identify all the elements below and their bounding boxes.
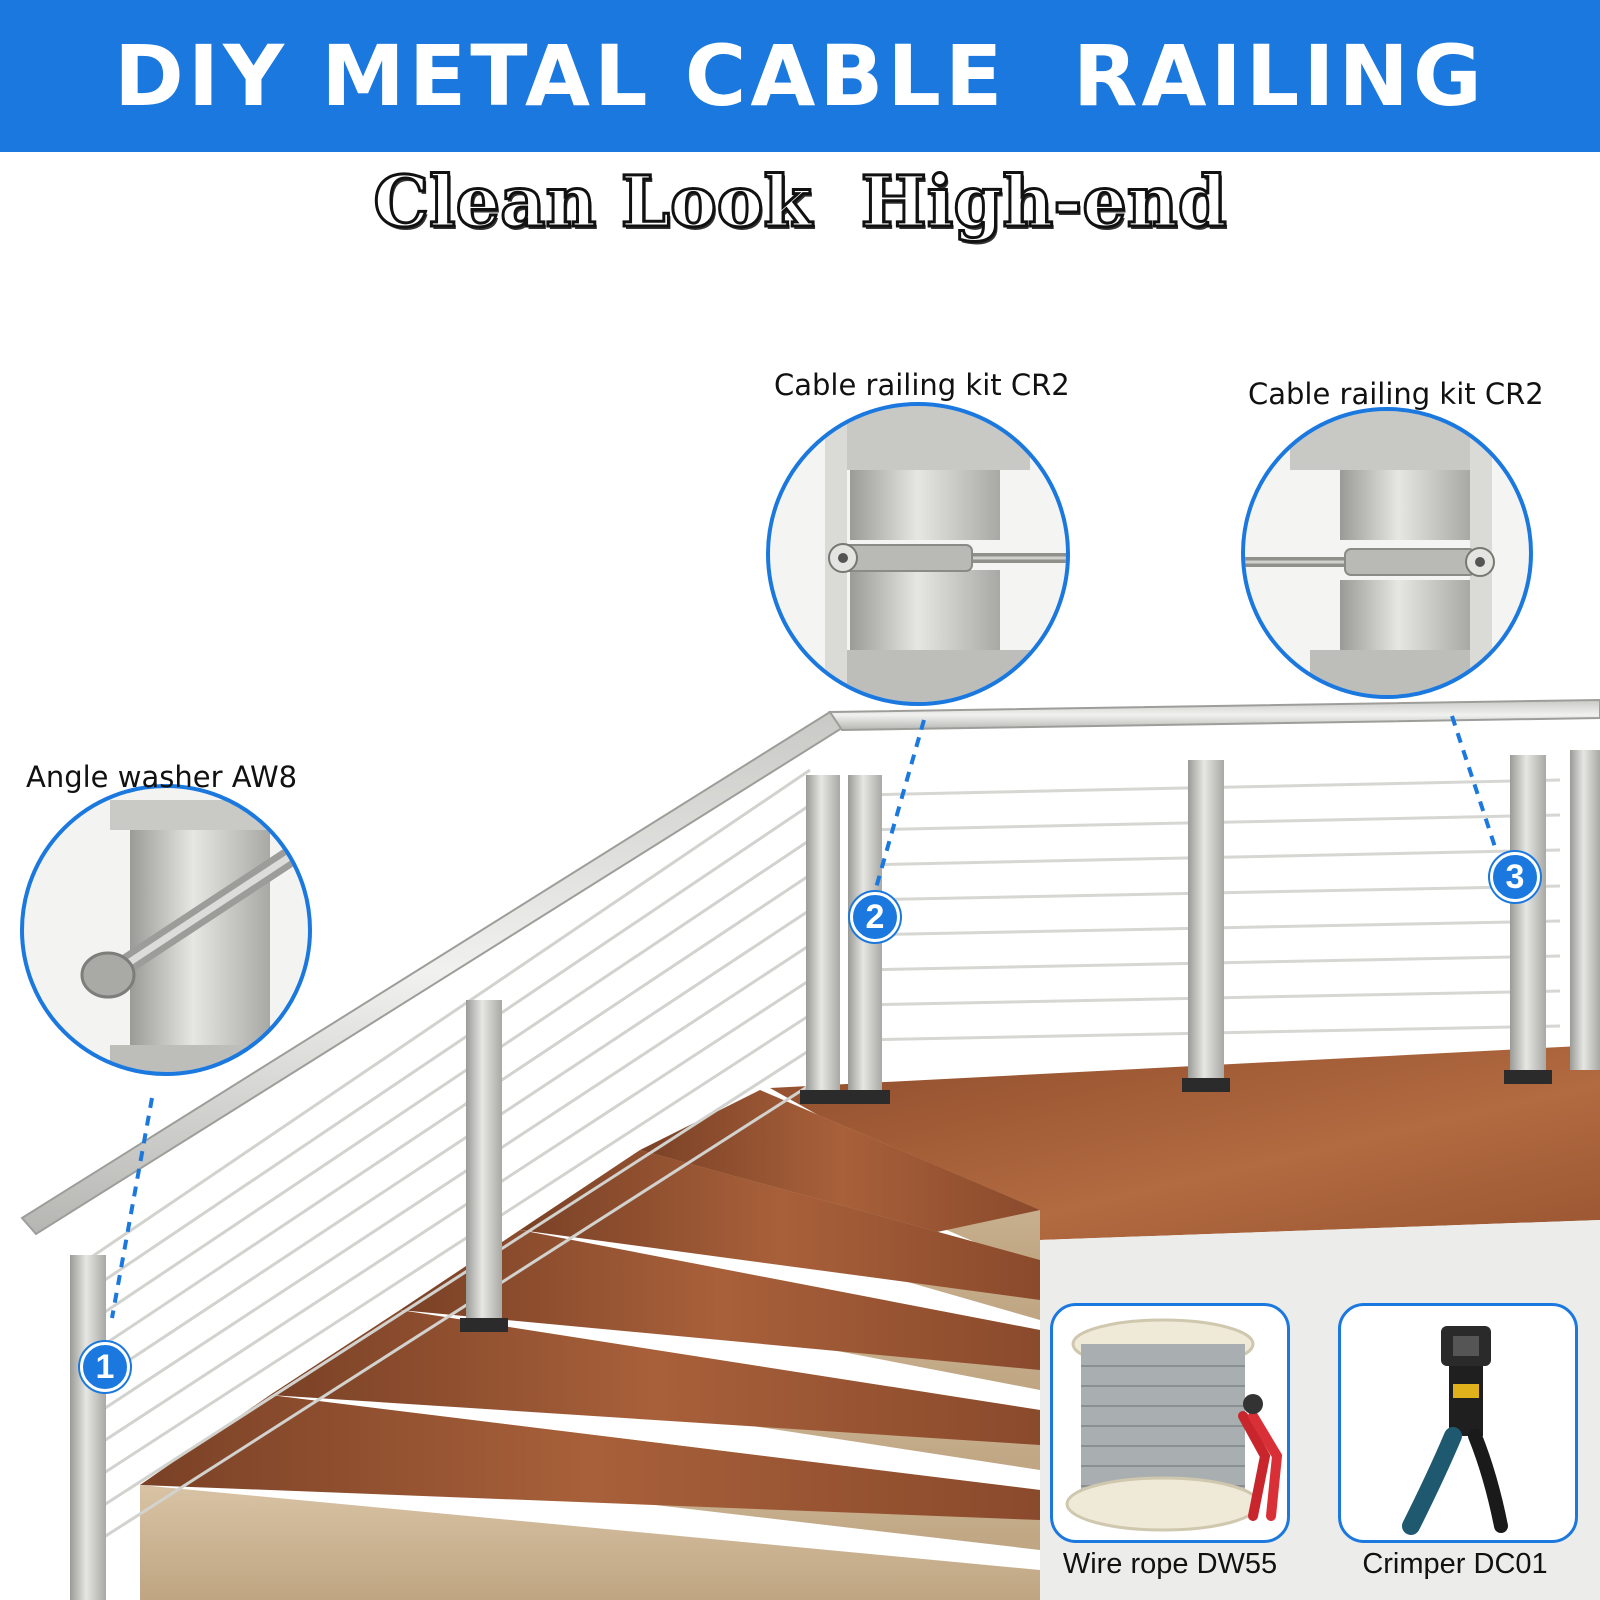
callout-number-1: 1 — [80, 1342, 130, 1392]
product-card-wire-rope — [1050, 1303, 1290, 1543]
callout-bubble-3 — [1241, 407, 1533, 699]
hydraulic-crimper-icon — [1402, 1326, 1508, 1535]
callout-label-3: Cable railing kit CR2 — [1248, 377, 1544, 411]
callout-number-3: 3 — [1490, 852, 1540, 902]
stair-cables — [89, 768, 811, 1548]
product-label-crimper: Crimper DC01 — [1362, 1548, 1548, 1580]
callout-label-1: Angle washer AW8 — [26, 760, 298, 794]
leader-lines — [110, 715, 1498, 1319]
title-banner — [0, 0, 1600, 152]
callout-bubble-1 — [20, 784, 312, 1076]
stair-steps — [140, 1090, 1040, 1600]
page-title: DIY METAL CABLE RAILING — [114, 27, 1486, 125]
handrails — [20, 698, 1600, 1236]
callout-label-2: Cable railing kit CR2 — [774, 368, 1070, 402]
product-label-wire-rope: Wire rope DW55 — [1062, 1548, 1278, 1580]
wire-rope-spool-icon — [1065, 1318, 1283, 1532]
railing-posts — [70, 750, 1600, 1600]
page-subtitle: Clean Look High-end — [372, 159, 1228, 245]
callout-bubble-2 — [766, 402, 1070, 706]
callout-number-2: 2 — [850, 892, 900, 942]
product-card-crimper — [1338, 1303, 1578, 1543]
